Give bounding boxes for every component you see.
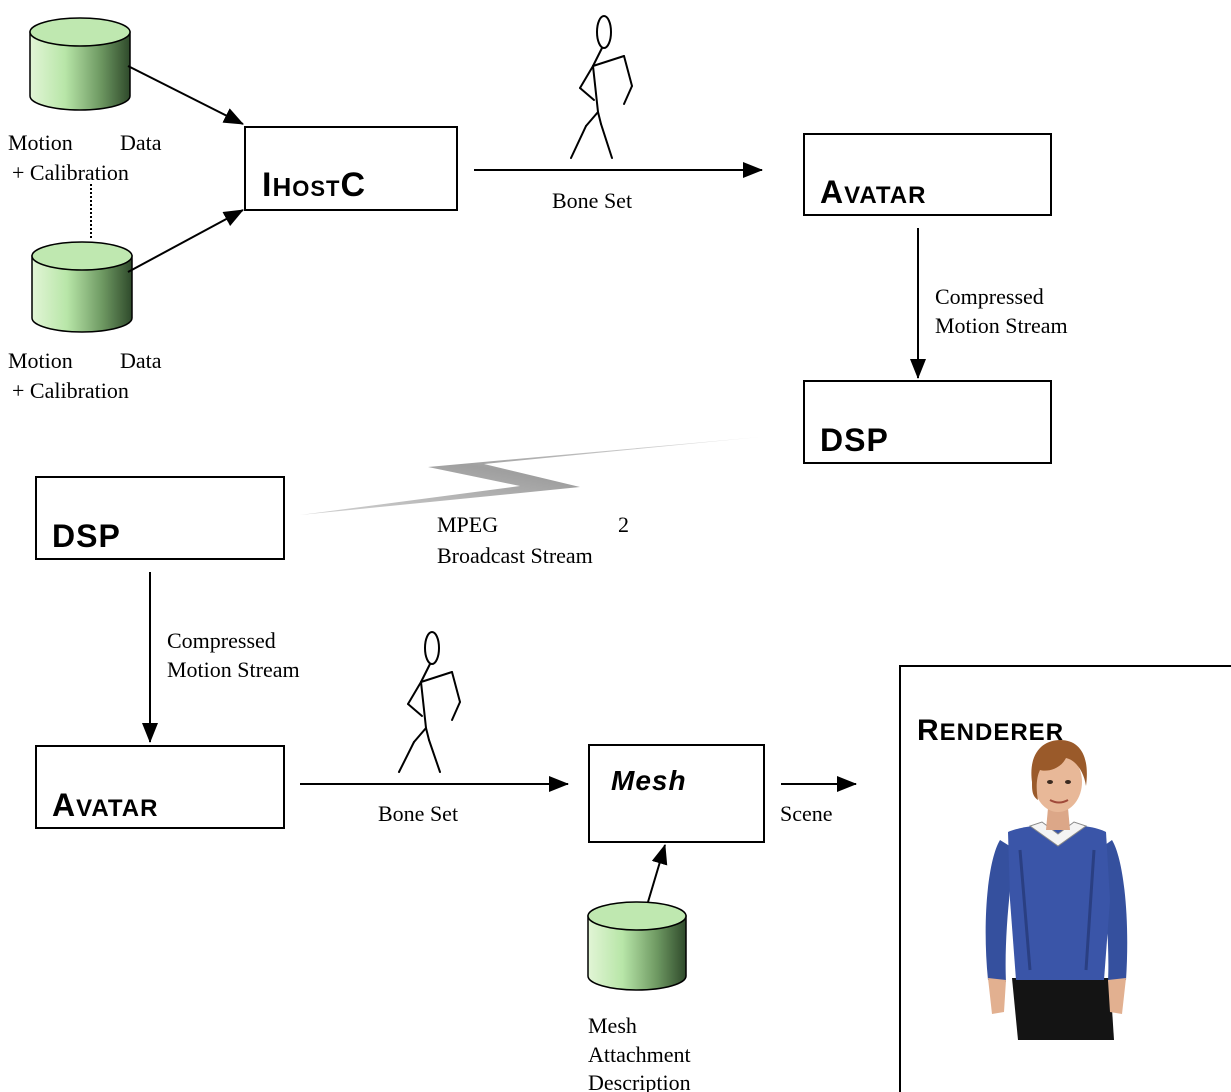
motion-database-1-icon: [29, 17, 131, 111]
avatar-top-box: [803, 133, 1052, 216]
dsp-top-label: DSP: [820, 422, 889, 458]
rendered-avatar-woman-image: [985, 740, 1128, 1040]
motion-database-2-icon: [31, 241, 133, 333]
broadcast-line2: Broadcast Stream: [437, 543, 593, 568]
dsp-top-box: [803, 380, 1052, 464]
motion-data-1-label-motion: Motion: [8, 130, 73, 155]
renderer-label: RENDERER: [917, 714, 1064, 747]
arrow-db1-to-ihostc: [127, 65, 244, 125]
motion-data-2-label-data: Data: [120, 348, 162, 373]
compressed-bottom-line1: Compressed: [167, 628, 276, 653]
mesh-box: [588, 744, 765, 843]
broadcast-line1-mpeg: MPEG: [437, 512, 498, 537]
motion-data-1-label-data: Data: [120, 130, 162, 155]
stick-figure-top-icon: [570, 15, 633, 159]
avatar-bottom-box: [35, 745, 285, 829]
stick-figure-bottom-icon: [398, 631, 461, 773]
compressed-top-line2: Motion Stream: [935, 313, 1068, 338]
dsp-bottom-label: DSP: [52, 518, 121, 554]
mesh-attachment-line3: Description: [588, 1070, 691, 1092]
motion-data-2-label-calibration: + Calibration: [12, 378, 129, 403]
broadcast-line1-2: 2: [618, 512, 629, 537]
bone-set-top-label: Bone Set: [552, 188, 632, 213]
arrow-db2-to-ihostc: [127, 209, 244, 273]
ihostc-label: IHOSTC: [262, 166, 366, 204]
dsp-bottom-box: [35, 476, 285, 560]
mesh-attachment-line2: Attachment: [588, 1042, 691, 1067]
mesh-label: Mesh: [611, 765, 687, 796]
avatar-bottom-label: AVATAR: [52, 787, 158, 823]
broadcast-lightning-icon: [300, 437, 760, 515]
arrow-attachment-to-mesh: [647, 844, 668, 903]
compressed-bottom-line2: Motion Stream: [167, 657, 300, 682]
ihostc-box: [244, 126, 458, 211]
compressed-top-line1: Compressed: [935, 284, 1044, 309]
motion-data-2-label-motion: Motion: [8, 348, 73, 373]
motion-data-1-label-calibration: + Calibration: [12, 160, 129, 185]
bone-set-bottom-label: Bone Set: [378, 801, 458, 826]
mesh-attachment-database-icon: [587, 901, 687, 991]
scene-label: Scene: [780, 801, 833, 826]
avatar-top-label: AVATAR: [820, 174, 926, 210]
mesh-attachment-line1: Mesh: [588, 1013, 637, 1038]
